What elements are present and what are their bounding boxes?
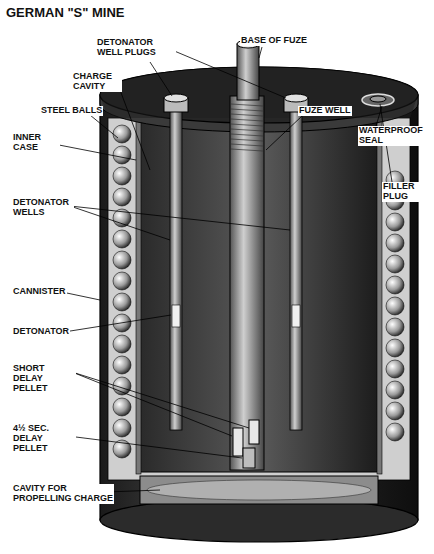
short-delay-pellet [233,428,243,456]
leader-line [68,436,242,458]
part-label: STEEL BALLS [40,106,103,116]
leader-line [90,115,118,138]
steel-ball [386,318,404,336]
steel-ball [386,360,404,378]
part-label: BASE OF FUZE [240,36,308,46]
thread-line [231,114,263,116]
steel-ball [113,419,131,437]
steel-ball [386,276,404,294]
detonator-well-plug [284,94,308,102]
leader-line [64,315,171,332]
thread-line [231,119,263,121]
leader-line [62,292,100,300]
part-label: INNER CASE [12,133,60,153]
detonator-well-plug [164,94,188,102]
fuze-well [230,96,264,470]
leader-line [70,206,290,230]
steel-ball [113,335,131,353]
part-label: WATERPROOF SEAL [358,126,430,146]
thread-line [231,144,263,146]
part-label: CAVITY FOR PROPELLING CHARGE [12,484,114,504]
steel-ball [386,234,404,252]
part-label: CANNISTER [12,287,67,297]
diagram-title: GERMAN "S" MINE [6,5,125,20]
filler-plug [370,96,386,102]
part-label: SHORT DELAY PELLET [12,364,76,394]
leader-line [72,372,232,436]
propelling-charge-cavity [147,480,371,500]
steel-ball [386,423,404,441]
leader-line [259,47,262,58]
inner-case [136,118,141,474]
steel-ball [113,188,131,206]
short-delay-pellet [249,420,259,444]
steel-ball [113,146,131,164]
thread-line [231,129,263,131]
canister-wall [100,95,418,520]
steel-ball [386,213,404,231]
leader-line [72,372,249,428]
steel-ball [113,251,131,269]
part-label: CHARGE CAVITY [72,72,122,92]
part-label: FUZE WELL [298,106,352,116]
delay-pellet [243,448,255,468]
steel-ball [386,297,404,315]
inner-case [377,118,382,474]
steel-ball [113,167,131,185]
leader-lines [59,47,392,492]
steel-ball [113,125,131,143]
detonator [292,305,300,327]
steel-ball [386,339,404,357]
leader-line [150,62,172,96]
base-of-fuze [237,44,259,100]
steel-ball [386,402,404,420]
leader-line [266,116,302,150]
fuze-thread [231,104,263,151]
thread-line [231,139,263,141]
steel-ball [113,356,131,374]
part-label: DETONATOR [12,327,70,337]
propelling-charge-cavity [140,476,378,504]
steel-ball [113,293,131,311]
detonator-well [170,110,182,430]
steel-ball [113,398,131,416]
steel-ball [113,272,131,290]
thread-line [231,149,263,151]
detonator [172,305,180,327]
leader-line [172,50,286,98]
waterproof-seal [362,94,394,106]
part-label: 4½ SEC. DELAY PELLET [12,424,76,454]
steel-ball [386,255,404,273]
leader-line [59,145,136,160]
steel-ball [386,381,404,399]
canister-bottom [100,498,418,542]
thread-line [231,109,263,111]
part-label: DETONATOR WELLS [12,198,74,218]
thread-line [231,124,263,126]
steel-ball [113,230,131,248]
thread-line [231,104,263,106]
part-label: DETONATOR WELL PLUGS [96,38,176,58]
leader-line [106,490,160,492]
part-label: FILLER PLUG [382,182,430,202]
thread-line [231,134,263,136]
detonator-well [290,110,302,430]
